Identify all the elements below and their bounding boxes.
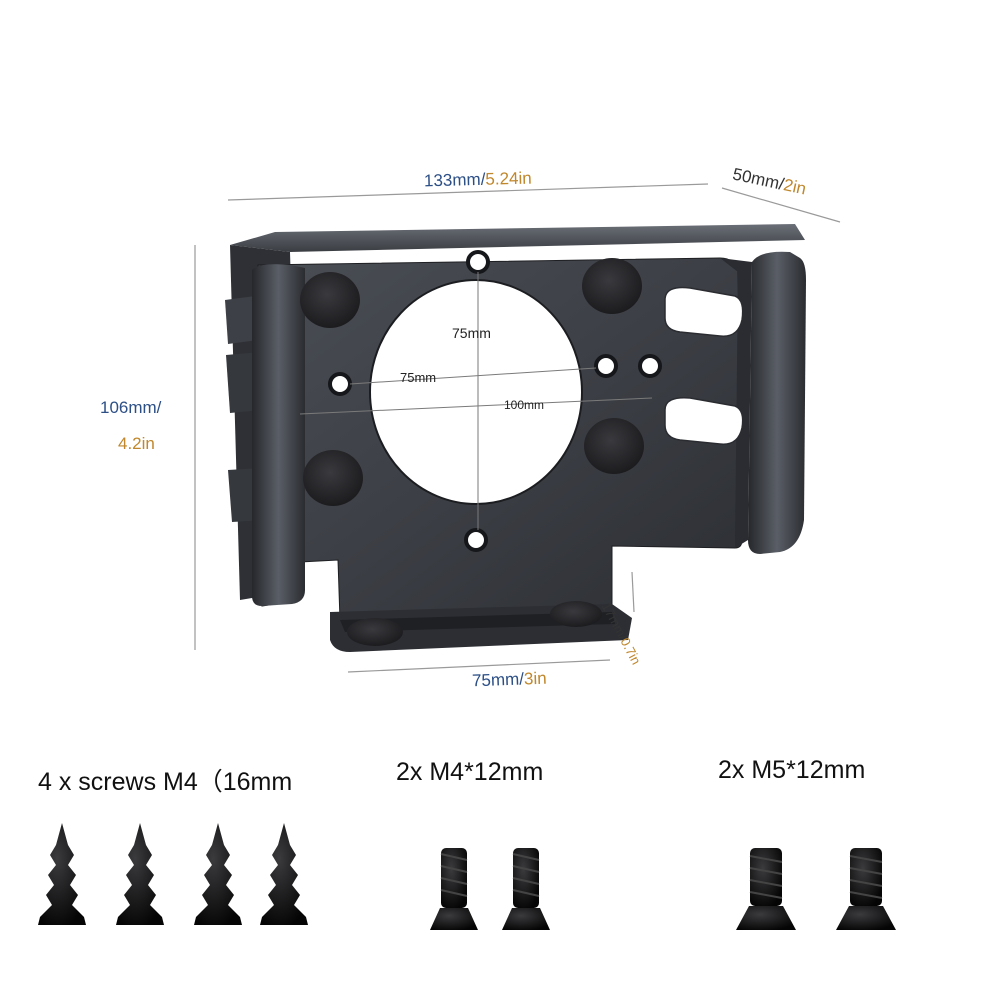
m4-screws xyxy=(430,848,550,930)
vesa-horizontal-label: 75mm xyxy=(400,370,437,385)
bracket-body xyxy=(225,224,806,652)
m4-screws-caption: 2x M4*12mm xyxy=(396,758,544,786)
lip-dimension-line xyxy=(631,571,635,613)
rubber-pad xyxy=(584,418,644,474)
rubber-pad xyxy=(300,272,360,328)
depth-dimension-line xyxy=(721,187,841,223)
wood-screws-caption: 4 x screws M4（16mm xyxy=(38,768,293,796)
width-imperial: 5.24in xyxy=(485,168,532,189)
height-imperial: 4.2in xyxy=(118,434,155,453)
width-dimension-line xyxy=(227,183,709,201)
rubber-pad xyxy=(347,618,403,646)
height-metric: 106mm/ xyxy=(100,398,162,417)
rubber-pad xyxy=(303,450,363,506)
bottom-label: 75mm/3in xyxy=(472,669,547,692)
dimension-lines xyxy=(194,183,841,673)
width-metric: 133mm xyxy=(423,169,481,191)
m5-screws-caption: 2x M5*12mm xyxy=(718,756,866,784)
vesa-measurement-lines xyxy=(299,272,653,530)
width-label: 133mm/5.24in xyxy=(424,169,532,192)
rubber-pad xyxy=(582,258,642,314)
vesa-vertical-label: 75mm xyxy=(452,325,491,341)
bottom-imperial: 3in xyxy=(523,668,547,689)
m5-screws xyxy=(736,848,896,930)
depth-imperial: 2in xyxy=(781,175,808,199)
mounting-holes xyxy=(328,250,662,552)
bottom-metric: 75mm xyxy=(471,669,520,691)
wood-screws xyxy=(38,823,308,925)
vesa-wide-label: 100mm xyxy=(504,398,545,412)
rubber-pad xyxy=(550,601,602,627)
bottom-dimension-line xyxy=(347,659,611,673)
